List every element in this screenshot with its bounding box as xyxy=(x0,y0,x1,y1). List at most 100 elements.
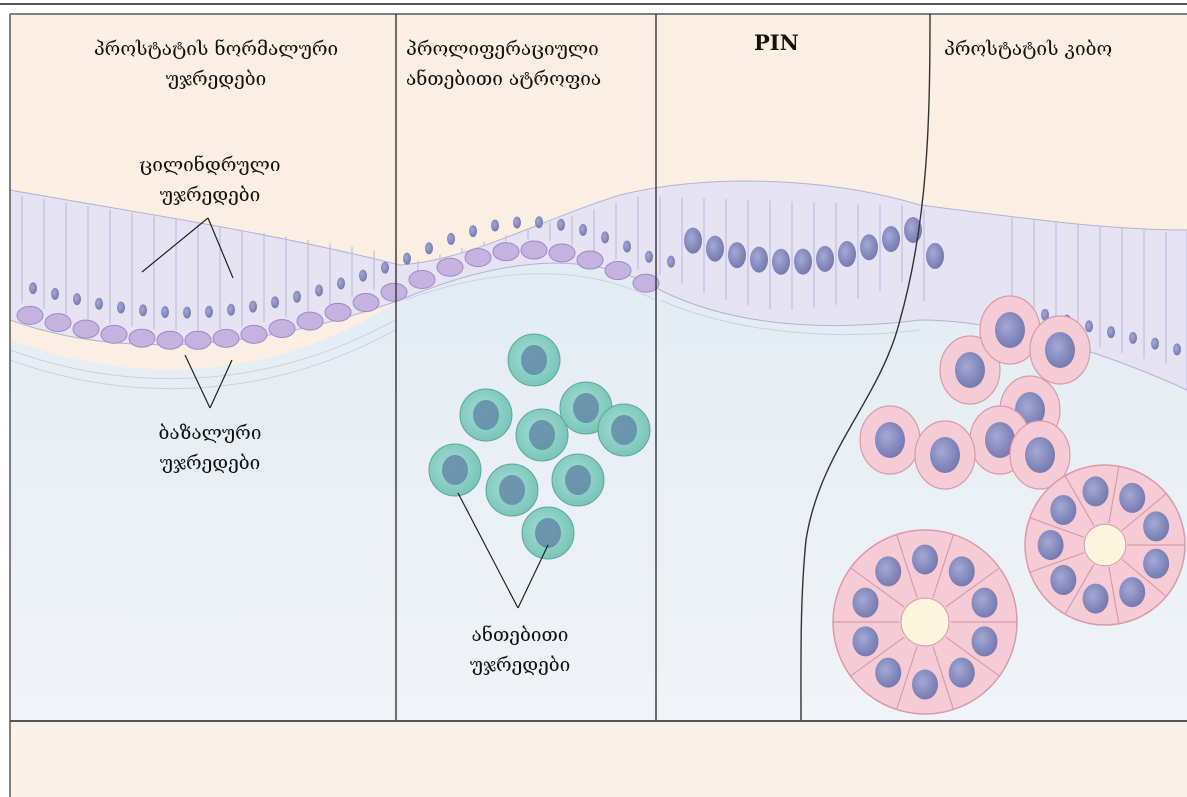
basal-cell xyxy=(605,262,631,280)
column-title-line1: პროლიფერაციული xyxy=(406,34,646,64)
cell-nucleus xyxy=(73,293,81,305)
cancer-nucleus xyxy=(995,312,1025,348)
label-line1: ანთებითი xyxy=(420,620,620,650)
cell-nucleus xyxy=(51,288,59,300)
cell-nucleus xyxy=(1129,332,1137,344)
column-header-atrophy: პროლიფერაციული ანთებითი ატროფია xyxy=(406,34,646,94)
basal-cell xyxy=(549,244,575,262)
gland-nucleus xyxy=(971,626,997,656)
cell-nucleus xyxy=(117,301,125,313)
basal-cell xyxy=(101,325,127,343)
cell-nucleus xyxy=(469,225,477,237)
cell-nucleus xyxy=(447,233,455,245)
cell-nucleus xyxy=(667,256,675,268)
cell-nucleus xyxy=(1107,326,1115,338)
cell-nucleus xyxy=(706,236,724,262)
cell-nucleus xyxy=(359,270,367,282)
gland-nucleus xyxy=(949,658,975,688)
label-line2: უჯრედები xyxy=(110,180,310,210)
column-header-pin: PIN xyxy=(754,28,799,58)
cell-nucleus xyxy=(926,243,944,269)
cell-nucleus xyxy=(579,224,587,236)
gland-nucleus xyxy=(1083,476,1109,506)
basal-cell xyxy=(185,331,211,349)
cell-nucleus xyxy=(816,246,834,272)
column-title-line1: პროსტატის ნორმალური xyxy=(66,34,366,64)
basal-cell xyxy=(465,249,491,267)
inflammatory-nucleus xyxy=(521,345,547,375)
gland-nucleus xyxy=(1050,495,1076,525)
cell-nucleus xyxy=(183,307,191,319)
gland-nucleus xyxy=(912,670,938,700)
inflammatory-nucleus xyxy=(499,475,525,505)
cell-nucleus xyxy=(381,262,389,274)
cell-nucleus xyxy=(535,216,543,228)
gland-lumen xyxy=(901,598,949,646)
cell-nucleus xyxy=(205,306,213,318)
cell-nucleus xyxy=(728,242,746,268)
label-columnar-cells: ცილინდრული უჯრედები xyxy=(110,150,310,210)
cancer-nucleus xyxy=(875,422,905,458)
cell-nucleus xyxy=(623,240,631,252)
column-title-line1: პროსტატის კიბო xyxy=(944,34,1112,64)
basal-cell xyxy=(325,303,351,321)
basal-cell xyxy=(577,251,603,269)
inflammatory-nucleus xyxy=(611,415,637,445)
cell-nucleus xyxy=(684,228,702,254)
inflammatory-nucleus xyxy=(442,455,468,485)
basal-cell xyxy=(45,314,71,332)
cell-nucleus xyxy=(293,291,301,303)
basal-cell xyxy=(437,258,463,276)
basal-cell xyxy=(297,312,323,330)
column-header-cancer: პროსტატის კიბო xyxy=(944,34,1112,64)
cancer-nucleus xyxy=(1045,332,1075,368)
gland-nucleus xyxy=(1119,483,1145,513)
cell-nucleus xyxy=(794,249,812,275)
column-header-normal: პროსტატის ნორმალური უჯრედები xyxy=(66,34,366,94)
inflammatory-nucleus xyxy=(573,393,599,423)
cell-nucleus xyxy=(645,251,653,263)
cell-nucleus xyxy=(601,231,609,243)
basal-cell xyxy=(409,270,435,288)
gland-nucleus xyxy=(949,556,975,586)
inflammatory-nucleus xyxy=(565,465,591,495)
cell-nucleus xyxy=(139,304,147,316)
cell-nucleus xyxy=(838,241,856,267)
gland-nucleus xyxy=(1038,530,1064,560)
gland-nucleus xyxy=(1119,577,1145,607)
gland-nucleus xyxy=(875,658,901,688)
cell-nucleus xyxy=(1151,338,1159,350)
basal-cell xyxy=(493,243,519,261)
inflammatory-nucleus xyxy=(529,420,555,450)
basal-cell xyxy=(241,325,267,343)
cell-nucleus xyxy=(403,253,411,265)
cell-nucleus xyxy=(772,249,790,275)
column-title-line2: უჯრედები xyxy=(66,64,366,94)
cell-nucleus xyxy=(860,234,878,260)
cell-nucleus xyxy=(1085,320,1093,332)
basal-cell xyxy=(381,283,407,301)
gland-nucleus xyxy=(1083,584,1109,614)
cell-nucleus xyxy=(161,306,169,318)
cancer-nucleus xyxy=(955,352,985,388)
label-line2: უჯრედები xyxy=(110,448,310,478)
gland-lumen xyxy=(1084,524,1126,566)
gland-nucleus xyxy=(1050,565,1076,595)
cancer-nucleus xyxy=(930,437,960,473)
basal-cell xyxy=(213,329,239,347)
cell-nucleus xyxy=(249,301,257,313)
basal-cell xyxy=(269,320,295,338)
cell-nucleus xyxy=(29,282,37,294)
label-basal-cells: ბაზალური უჯრედები xyxy=(110,418,310,478)
basal-cell xyxy=(521,241,547,259)
basal-cell xyxy=(633,274,659,292)
column-title-line2: ანთებითი ატროფია xyxy=(406,64,646,94)
cell-nucleus xyxy=(315,284,323,296)
footer-band xyxy=(11,722,1187,797)
label-line1: ცილინდრული xyxy=(110,150,310,180)
basal-cell xyxy=(353,294,379,312)
gland-nucleus xyxy=(853,588,879,618)
inflammatory-nucleus xyxy=(535,518,561,548)
cell-nucleus xyxy=(425,242,433,254)
cell-nucleus xyxy=(227,304,235,316)
